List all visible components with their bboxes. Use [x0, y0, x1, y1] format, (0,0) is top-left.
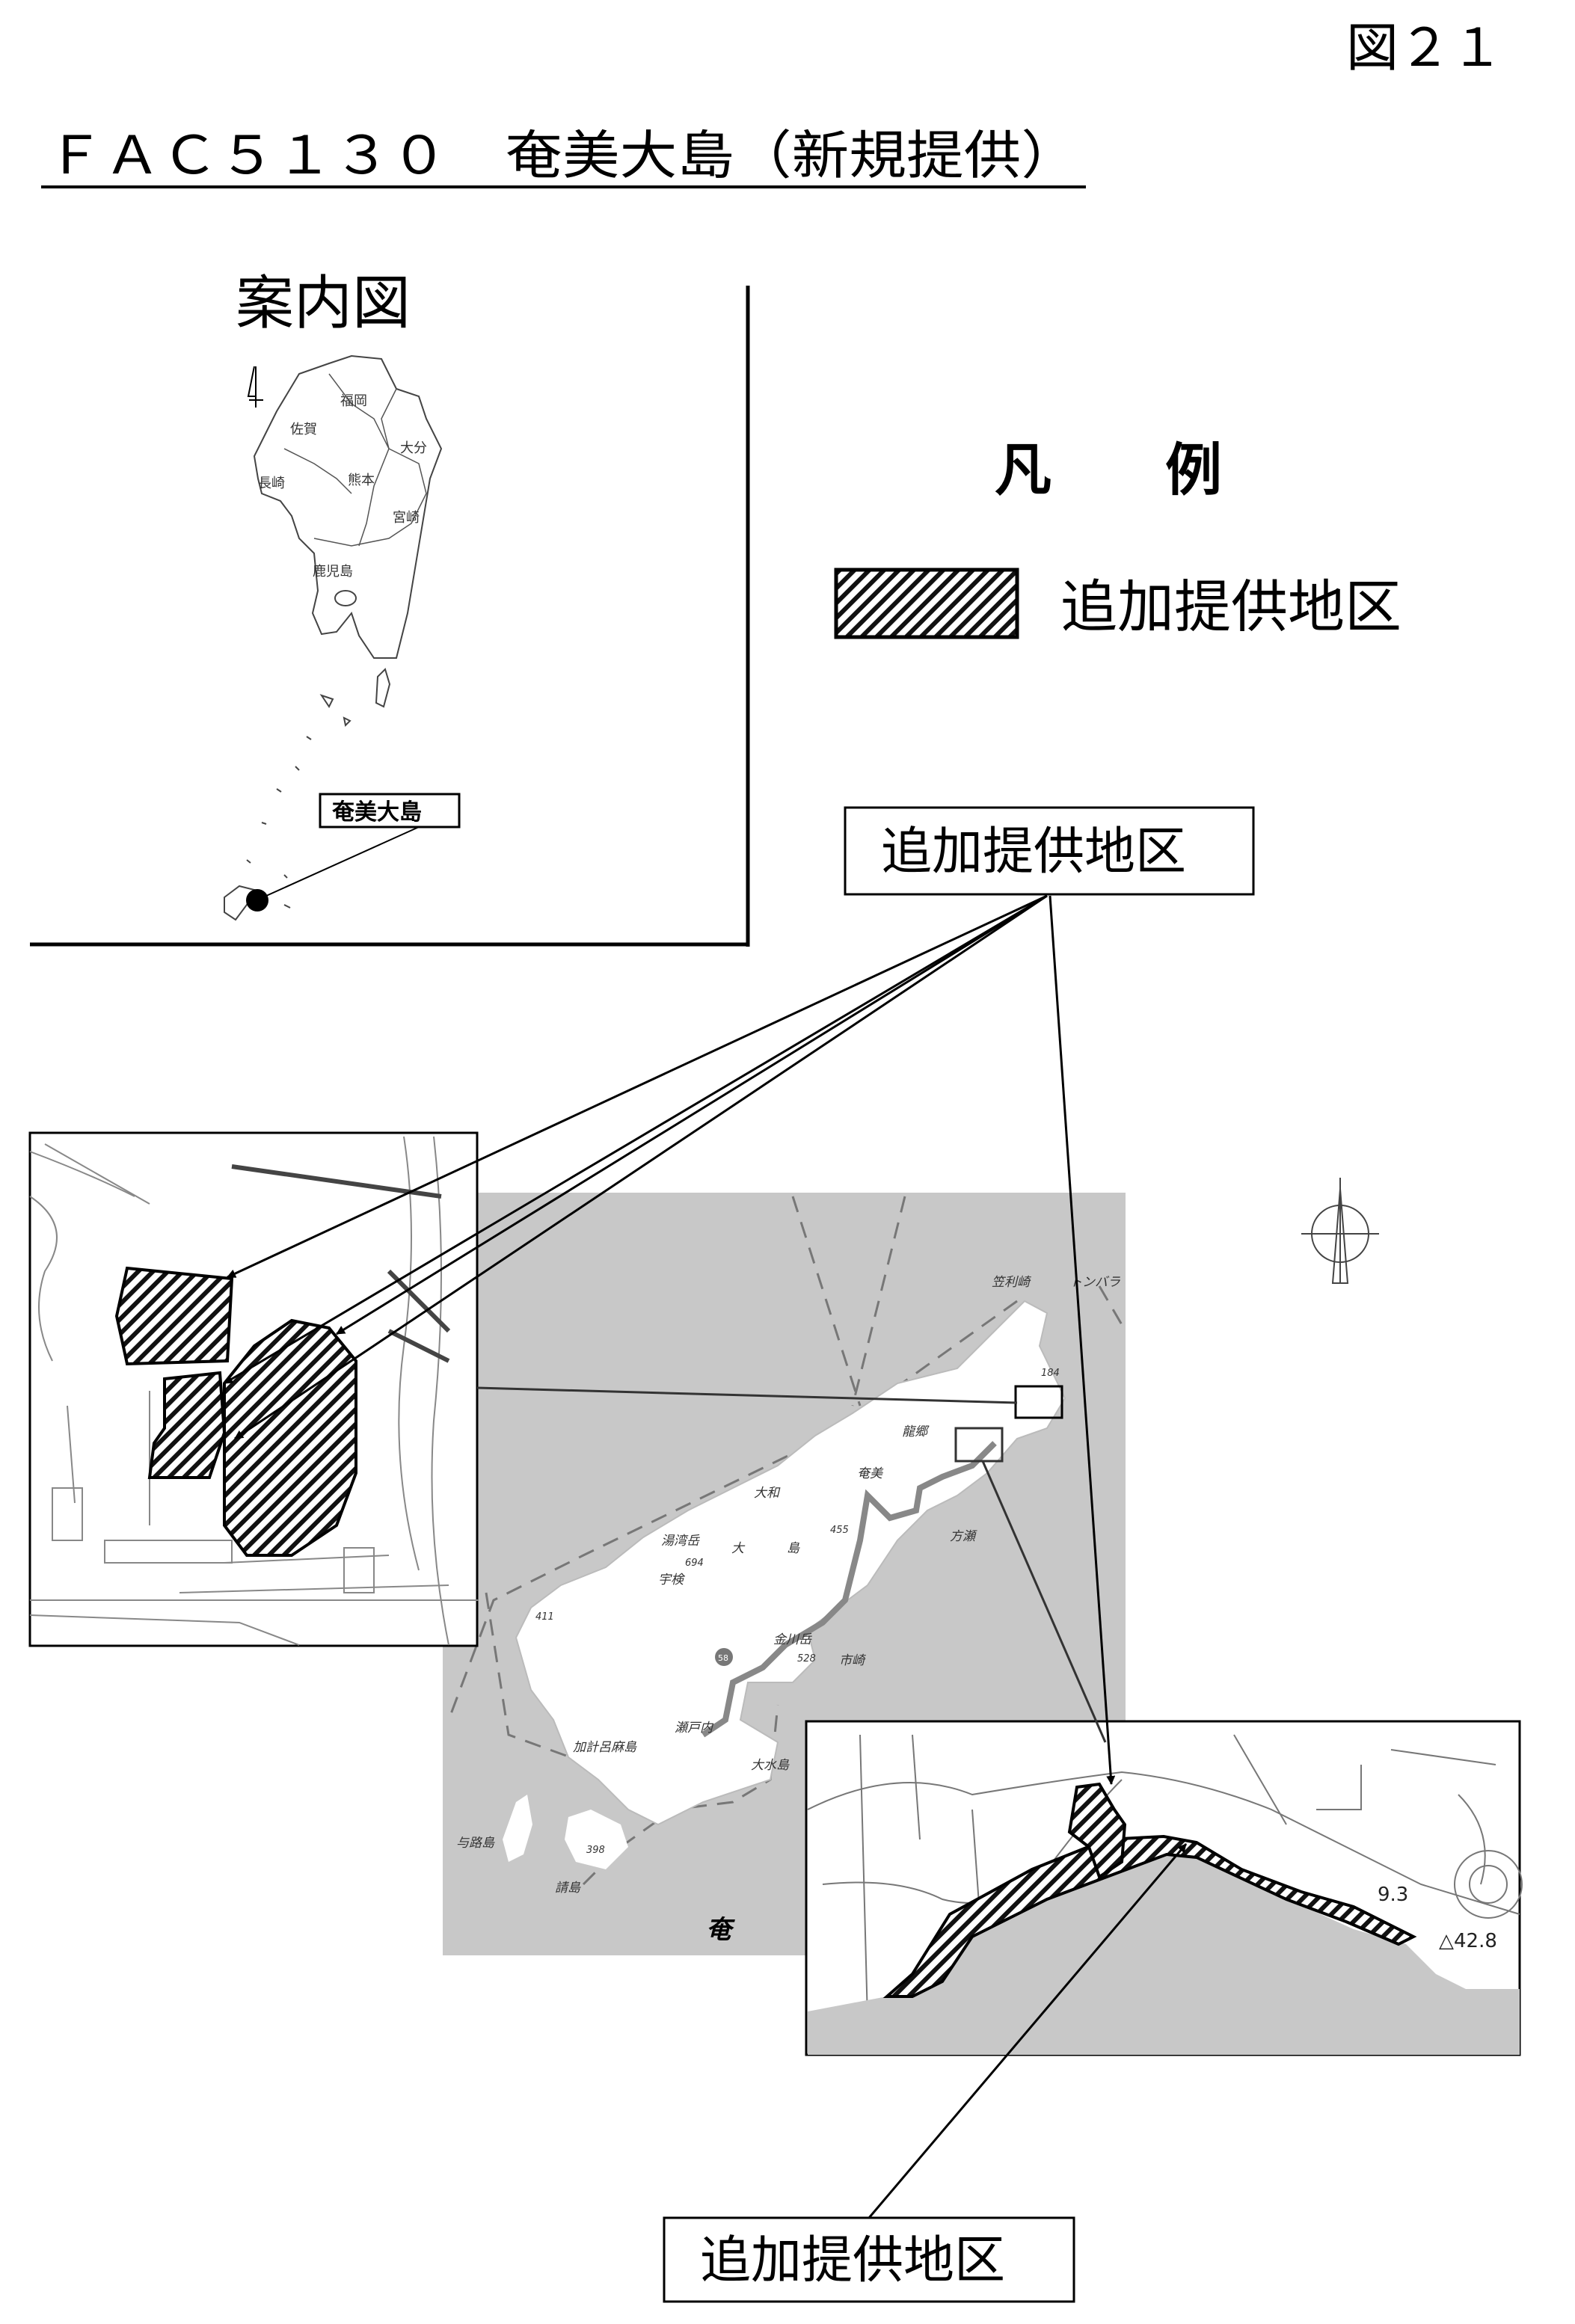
place-kakeromajima: 加計呂麻島 — [573, 1740, 637, 1755]
place-amami: 奄美 — [857, 1466, 884, 1481]
route-58-label: 58 — [718, 1653, 728, 1663]
hatched-strip-coast — [882, 1834, 1417, 1998]
yoro-island — [503, 1795, 532, 1862]
connector-east — [981, 1460, 1107, 1743]
figure-number: 図２１ — [1346, 17, 1503, 79]
place-yuwandake: 湯湾岳 — [661, 1534, 700, 1549]
place-osuishima: 大水島 — [751, 1758, 790, 1773]
place-ichizaki: 市崎 — [839, 1653, 867, 1668]
elev-398: 398 — [586, 1845, 605, 1856]
amami-oshima-island — [515, 1300, 1066, 1826]
top-callout-box — [844, 806, 1255, 896]
top-callout-label: 追加提供地区 — [881, 823, 1186, 882]
pref-miyazaki: 宮崎 — [393, 510, 420, 526]
place-ukejima: 請島 — [555, 1881, 581, 1896]
place-ama: 奄 — [706, 1915, 735, 1945]
legend-item-label: 追加提供地区 — [1060, 574, 1401, 640]
kyushu-outline — [253, 354, 443, 659]
pref-saga: 佐賀 — [290, 422, 317, 437]
bottom-callout-label: 追加提供地区 — [700, 2231, 1005, 2290]
sea-area — [808, 1842, 1520, 2055]
island-map: 58 笠利崎 トンバラ 龍郷 奄美 大和 湯湾岳 大 島 宇検 方瀬 金川岳 市… — [443, 1193, 1127, 1955]
detail-map-east: 9.3 △42.8 — [805, 1720, 1523, 2056]
pref-kagoshima: 鹿児島 — [313, 564, 353, 580]
place-kanagawadake: 金川岳 — [773, 1632, 812, 1647]
legend-heading: 凡 例 — [995, 437, 1222, 503]
north-arrow-small — [247, 366, 263, 408]
hatched-area-west-2 — [147, 1371, 227, 1479]
guide-map: 案内図 福岡 佐賀 大分 長崎 熊本 宮崎 鹿児島 奄美大島 — [30, 270, 750, 947]
legend: 凡 例 追加提供地区 — [834, 437, 1401, 640]
guide-map-heading: 案内図 — [236, 270, 411, 337]
place-o: 大 — [731, 1541, 746, 1556]
legend-hatch-swatch — [834, 568, 1019, 639]
place-yamato: 大和 — [754, 1486, 781, 1501]
north-arrow-icon — [1301, 1178, 1379, 1284]
place-setouchi: 瀬戸内 — [675, 1721, 714, 1736]
elev-42-8: △42.8 — [1439, 1930, 1497, 1952]
amami-location-dot — [246, 889, 268, 912]
hatched-area-east-small — [1067, 1782, 1127, 1880]
place-shima: 島 — [787, 1541, 800, 1556]
bottom-callout-box — [663, 2216, 1075, 2303]
place-uken: 宇検 — [658, 1573, 686, 1587]
hatched-area-west-1 — [114, 1266, 234, 1366]
detail-area-box-east — [954, 1427, 1004, 1463]
route-58-shield — [715, 1648, 733, 1666]
page-title: ＦＡＣ５１３０ 奄美大島（新規提供） — [46, 125, 1078, 186]
detail-map-west — [28, 1131, 479, 1647]
pref-oita: 大分 — [400, 440, 427, 456]
route-58-road — [701, 1441, 997, 1738]
pref-kumamoto: 熊本 — [348, 473, 375, 488]
place-tatsugo: 龍郷 — [902, 1424, 930, 1439]
southern-islands — [224, 668, 391, 921]
amami-callout-box — [319, 793, 461, 829]
amami-callout-label: 奄美大島 — [331, 799, 422, 826]
elev-411: 411 — [535, 1611, 554, 1623]
elev-455: 455 — [830, 1525, 849, 1536]
elev-528: 528 — [797, 1653, 816, 1664]
connector-west — [476, 1386, 1018, 1404]
pref-nagasaki: 長崎 — [258, 476, 285, 491]
elev-184: 184 — [1041, 1368, 1060, 1379]
pref-fukuoka: 福岡 — [340, 393, 367, 409]
elev-9-3: 9.3 — [1378, 1884, 1408, 1906]
callout-arrows — [224, 894, 1188, 2219]
elev-694: 694 — [685, 1558, 704, 1569]
place-tonbara: トンバラ — [1069, 1275, 1120, 1290]
place-kasarizaki: 笠利崎 — [992, 1275, 1032, 1290]
uke-island — [565, 1810, 628, 1869]
place-hose: 方瀬 — [950, 1529, 977, 1544]
place-yorojima: 与路島 — [456, 1836, 495, 1851]
